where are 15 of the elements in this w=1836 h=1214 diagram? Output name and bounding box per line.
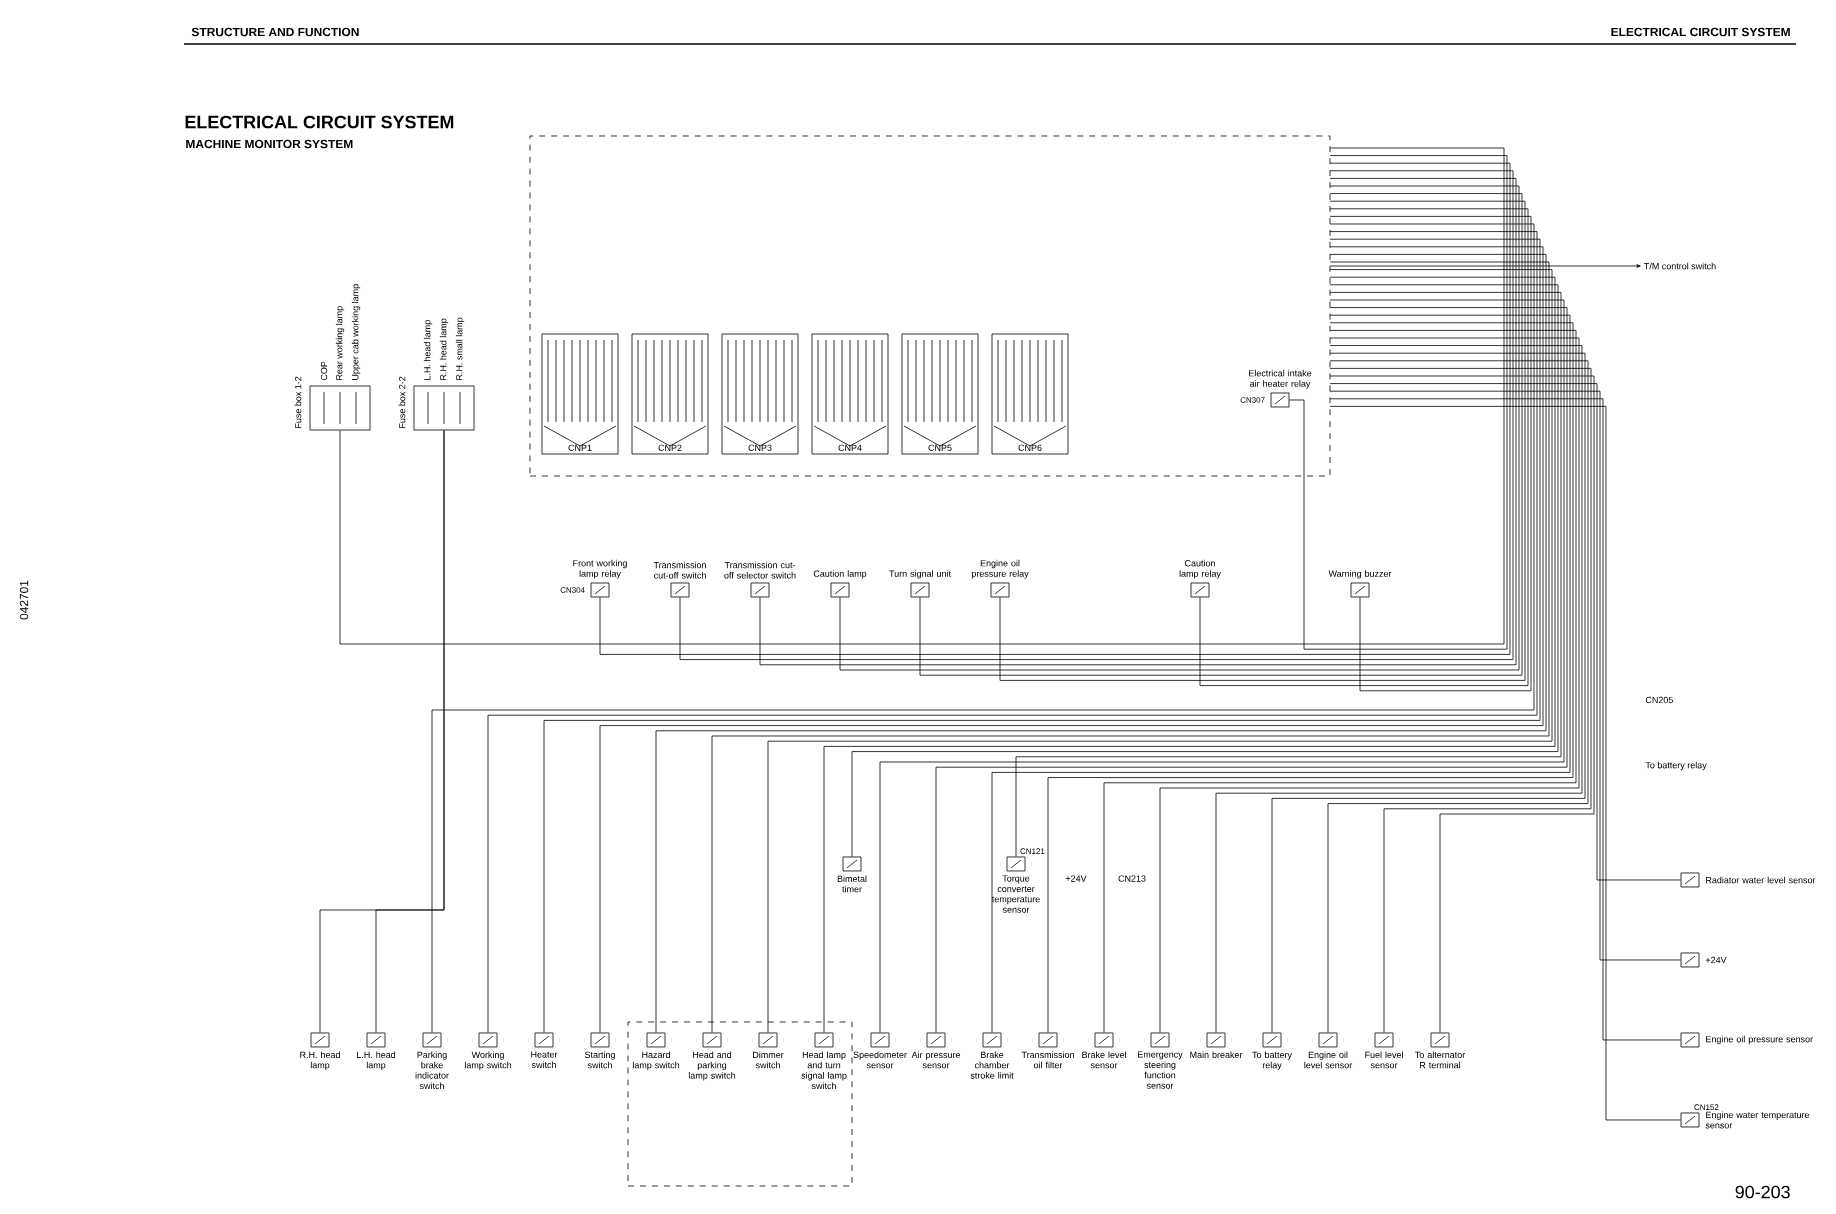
label-text: 90-203 xyxy=(1735,1185,1790,1199)
wire xyxy=(1199,208,1529,686)
title: ELECTRICAL CIRCUIT SYSTEM xyxy=(185,115,454,129)
dashed-enclosure xyxy=(627,1021,853,1187)
wire xyxy=(1289,155,1508,650)
wire xyxy=(1015,292,1562,857)
wire xyxy=(1329,216,1532,692)
wire xyxy=(999,200,1526,681)
dashed-enclosure xyxy=(529,135,1331,477)
wire xyxy=(1271,352,1586,1033)
wire xyxy=(1329,383,1681,881)
wire xyxy=(375,430,445,1033)
wire xyxy=(339,147,1505,645)
wire xyxy=(1330,264,1641,268)
wire xyxy=(851,284,1559,857)
